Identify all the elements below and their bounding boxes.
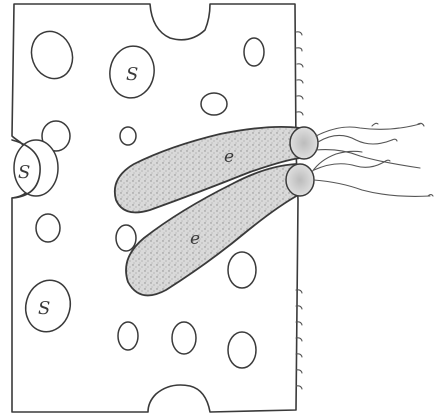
label-s-left: S (18, 162, 30, 183)
label-e-upper: e (224, 147, 234, 167)
label-s-top: S (126, 64, 138, 85)
label-e-lower: e (190, 229, 200, 249)
upper-cell-cap (290, 127, 318, 159)
lower-cell-cap (286, 164, 314, 196)
edge-ticks-top (296, 32, 303, 115)
label-s-bottom: S (38, 298, 50, 319)
filaments (312, 123, 433, 196)
